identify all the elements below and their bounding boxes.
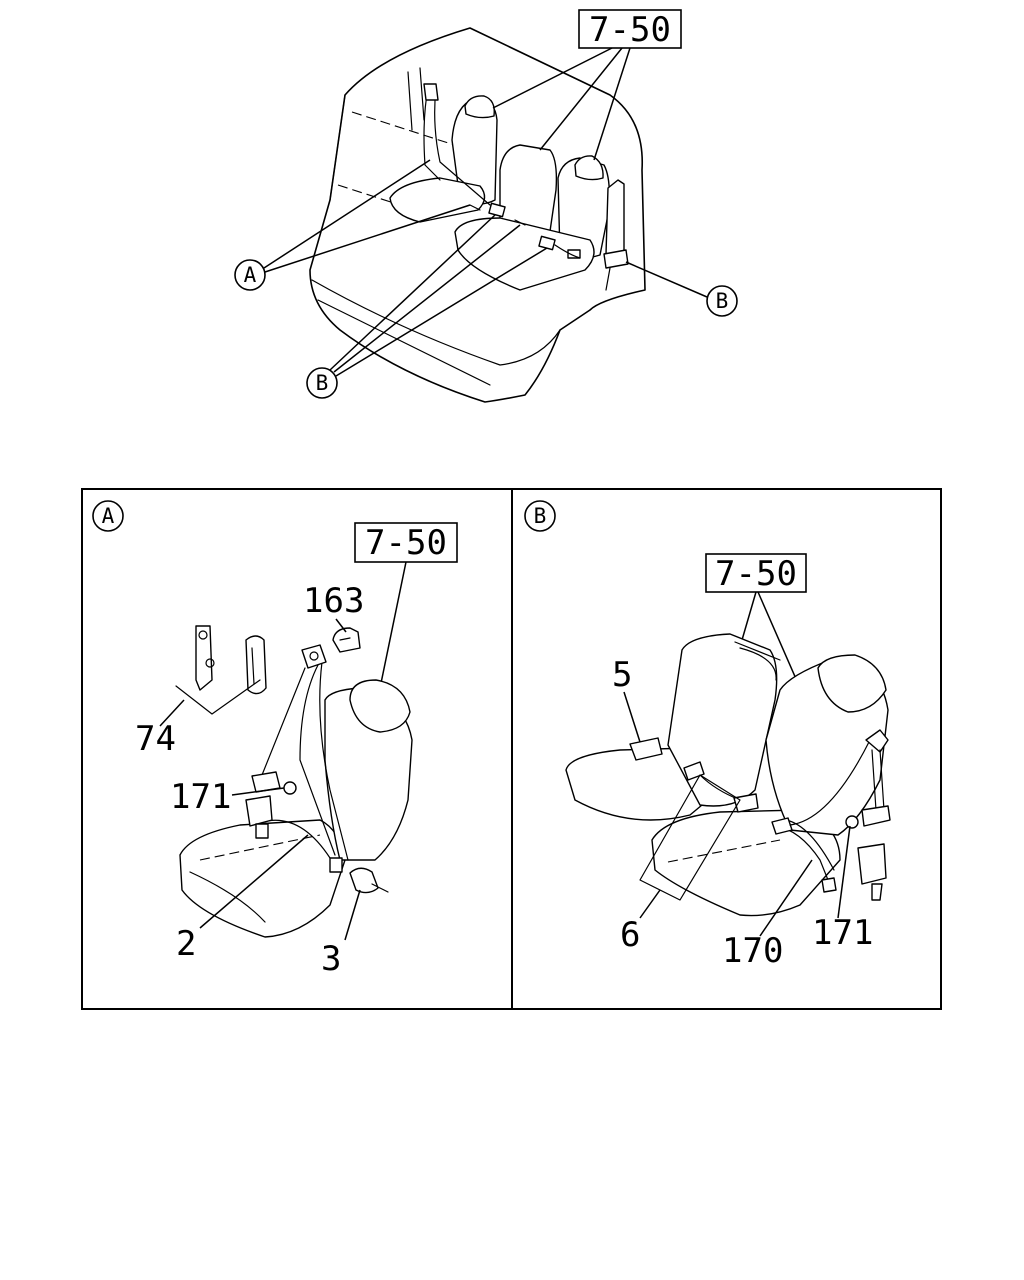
overview-callout-a-label: A — [244, 263, 257, 287]
part-label-3: 3 — [321, 939, 341, 979]
detail-b-ref-label: 7-50 — [715, 554, 797, 594]
overview-callout-b-right: B — [625, 261, 738, 317]
part-label-2: 2 — [176, 924, 196, 964]
overview-ref-tag: 7-50 — [492, 9, 682, 161]
overview-illustration — [309, 27, 646, 403]
overview-callout-a: A — [234, 159, 471, 291]
part-label-163: 163 — [303, 581, 364, 621]
detail-a-ref-label: 7-50 — [365, 523, 447, 563]
overview-callout-b-left-label: B — [316, 371, 329, 395]
part-label-171-b: 171 — [812, 913, 873, 953]
part-label-170: 170 — [722, 931, 783, 971]
overview-ref-label: 7-50 — [589, 10, 671, 50]
part-label-6: 6 — [620, 915, 640, 955]
detail-a-callout-label: A — [102, 504, 115, 528]
part-label-74: 74 — [135, 719, 176, 759]
part-label-171-a: 171 — [170, 777, 231, 817]
overview-callout-b-right-label: B — [716, 289, 729, 313]
overview-callout-b-left: B — [306, 214, 548, 399]
detail-b-callout-label: B — [534, 504, 547, 528]
part-label-5: 5 — [612, 655, 632, 695]
detail-a-panel: A 7-50 — [92, 500, 458, 979]
detail-b-panel: B 7-50 5 — [524, 500, 891, 971]
